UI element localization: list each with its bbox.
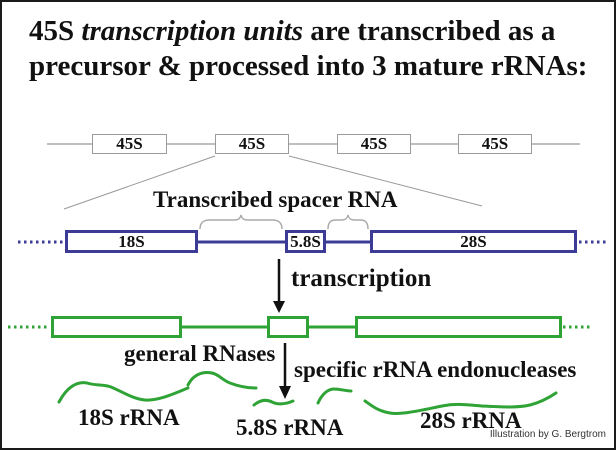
rna-box-18s xyxy=(51,316,182,338)
title-part-1: 45S xyxy=(29,15,82,47)
unit-box-45s-1: 45S xyxy=(92,134,167,154)
gene-box-label: 18S xyxy=(118,231,145,251)
spacer-rna-heading: Transcribed spacer RNA xyxy=(153,187,398,212)
title-line-2: precursor & processed into 3 mature rRNA… xyxy=(29,50,588,82)
general-rnases-label: general RNases xyxy=(124,341,276,366)
title-part-3: are transcribed as a xyxy=(303,15,556,47)
specific-endonucleases-label: specific rRNA endonucleases xyxy=(294,357,577,382)
gene-box-5-8s: 5.8S xyxy=(285,230,326,253)
title-line-1: 45S transcription units are transcribed … xyxy=(29,14,599,49)
product-label-5-8s: 5.8S rRNA xyxy=(236,415,344,440)
product-label-18s: 18S rRNA xyxy=(78,405,180,430)
unit-box-label: 45S xyxy=(360,134,388,153)
transcription-label: transcription xyxy=(291,265,432,292)
squiggle-5-8s-rrna xyxy=(252,398,295,407)
gene-box-18s: 18S xyxy=(65,230,198,253)
unit-box-45s-2: 45S xyxy=(215,134,289,154)
unit-box-label: 45S xyxy=(238,134,266,153)
gene-box-label: 5.8S xyxy=(290,231,321,251)
title-part-italic: transcription units xyxy=(81,15,304,47)
squiggle-spacer-fragment-2 xyxy=(316,387,353,405)
unit-box-label: 45S xyxy=(116,134,143,153)
gene-box-28s: 28S xyxy=(370,230,577,253)
page-title: 45S transcription units are transcribed … xyxy=(29,14,599,84)
squiggle-18s-rrna xyxy=(57,381,190,404)
unit-box-label: 45S xyxy=(481,134,509,153)
spacer-brace-right xyxy=(327,214,369,230)
transcription-arrow-head xyxy=(273,301,285,313)
unit-box-45s-3: 45S xyxy=(337,134,411,154)
product-label-28s: 28S rRNA xyxy=(420,408,522,433)
unit-box-45s-4: 45S xyxy=(458,134,532,154)
rna-box-5-8s xyxy=(267,316,309,338)
rna-box-28s xyxy=(355,316,562,338)
processing-arrow-head xyxy=(279,386,291,399)
gene-box-label: 28S xyxy=(460,231,487,251)
squiggle-spacer-fragment-1 xyxy=(186,371,258,390)
illustration-credit: Illustration by G. Bergtrom xyxy=(489,429,606,440)
spacer-brace-left xyxy=(199,214,283,230)
